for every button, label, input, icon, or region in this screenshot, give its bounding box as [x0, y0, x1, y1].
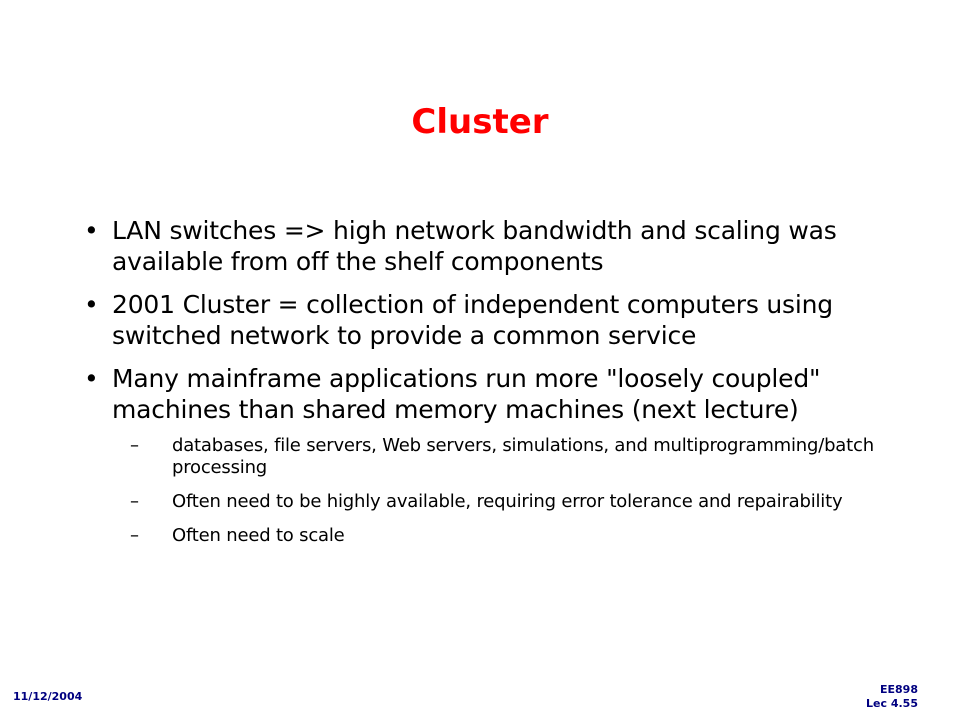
bullet-item: • Many mainframe applications run more "… — [84, 363, 914, 547]
bullet-marker: • — [84, 290, 99, 319]
sub-bullet-item: – Often need to be highly available, req… — [130, 491, 914, 513]
sub-bullet-text: Often need to scale — [172, 525, 345, 546]
sub-bullet-item: – databases, file servers, Web servers, … — [130, 435, 914, 479]
bullet-item: • LAN switches => high network bandwidth… — [84, 215, 914, 277]
bullet-marker: • — [84, 364, 99, 393]
sub-bullet-text: databases, file servers, Web servers, si… — [172, 435, 874, 478]
sub-bullet-list: – databases, file servers, Web servers, … — [112, 435, 914, 547]
bullet-text: 2001 Cluster = collection of independent… — [112, 290, 833, 350]
bullet-text: LAN switches => high network bandwidth a… — [112, 216, 837, 276]
bullet-item: • 2001 Cluster = collection of independe… — [84, 289, 914, 351]
sub-bullet-text: Often need to be highly available, requi… — [172, 491, 843, 512]
footer-date: 11/12/2004 — [13, 690, 83, 703]
footer-lecture: Lec 4.55 — [866, 697, 918, 710]
sub-bullet-marker: – — [130, 491, 139, 512]
sub-bullet-marker: – — [130, 525, 139, 546]
sub-bullet-marker: – — [130, 435, 139, 456]
slide-title: Cluster — [411, 102, 549, 142]
bullet-list: • LAN switches => high network bandwidth… — [84, 215, 914, 559]
sub-bullet-item: – Often need to scale — [130, 525, 914, 547]
footer-course-info: EE898 Lec 4.55 — [866, 683, 918, 711]
bullet-text: Many mainframe applications run more "lo… — [112, 364, 821, 424]
bullet-marker: • — [84, 216, 99, 245]
footer-course: EE898 — [880, 683, 918, 696]
